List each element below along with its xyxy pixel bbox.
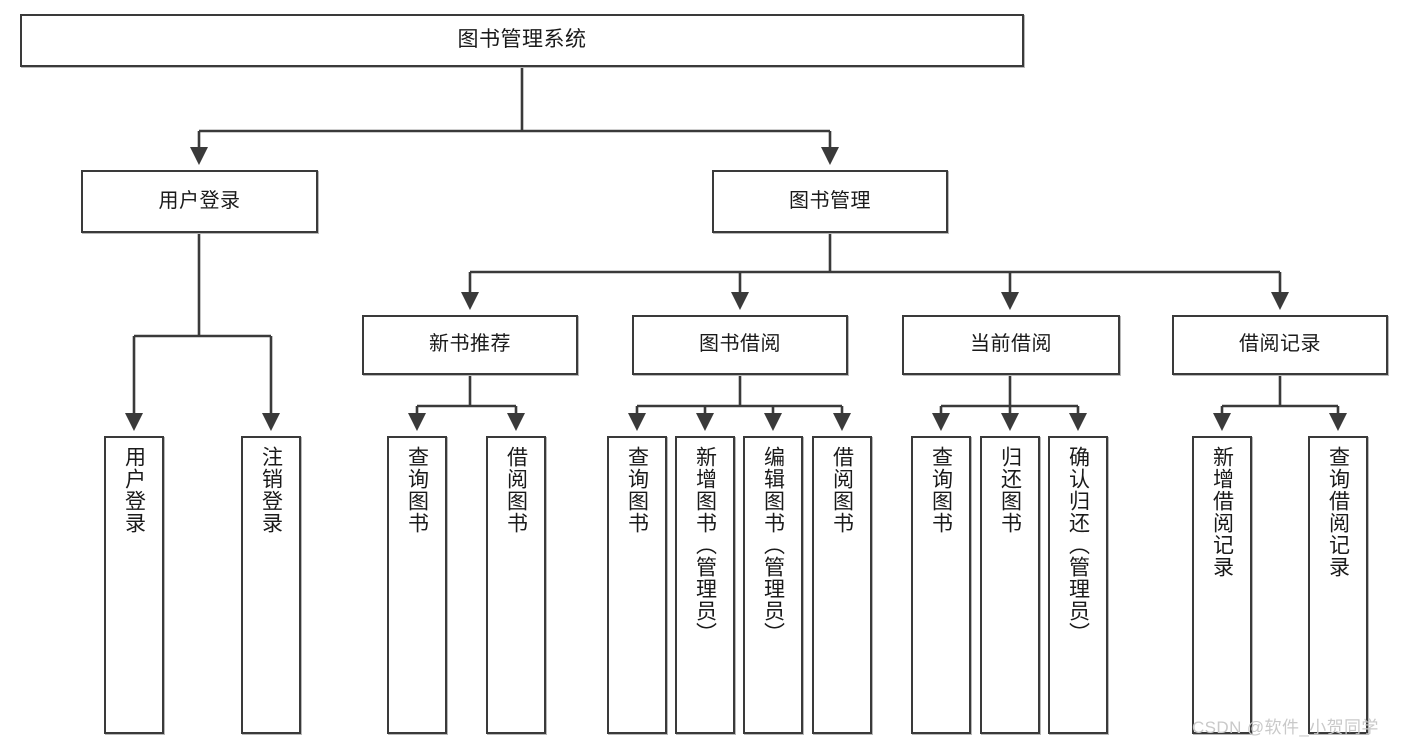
node-book-borrow-label: 图书借阅 [699, 333, 781, 356]
node-leaf-borrow-book-1[interactable]: 借阅图书 [486, 436, 546, 734]
node-leaf-query-book-1[interactable]: 查询图书 [387, 436, 447, 734]
node-leaf-user-login-label: 用户登录 [122, 446, 146, 534]
node-leaf-return-book[interactable]: 归还图书 [980, 436, 1040, 734]
node-new-book-recommend[interactable]: 新书推荐 [362, 315, 578, 375]
node-leaf-confirm-return-label: 确认归还（管理员） [1066, 446, 1090, 644]
node-new-book-recommend-label: 新书推荐 [429, 333, 511, 356]
node-leaf-edit-book[interactable]: 编辑图书（管理员） [743, 436, 803, 734]
node-leaf-query-book-2-label: 查询图书 [625, 446, 649, 534]
node-leaf-borrow-book-2[interactable]: 借阅图书 [812, 436, 872, 734]
node-book-manage-label: 图书管理 [789, 189, 871, 212]
node-user-login[interactable]: 用户登录 [81, 170, 318, 233]
node-root-label: 图书管理系统 [457, 28, 587, 52]
node-leaf-query-record[interactable]: 查询借阅记录 [1308, 436, 1368, 734]
node-borrow-record[interactable]: 借阅记录 [1172, 315, 1388, 375]
node-user-login-label: 用户登录 [158, 189, 241, 212]
node-leaf-query-book-1-label: 查询图书 [405, 446, 429, 534]
node-leaf-query-book-3[interactable]: 查询图书 [911, 436, 971, 734]
node-leaf-add-record-label: 新增借阅记录 [1210, 446, 1234, 578]
node-leaf-logout-login-label: 注销登录 [259, 446, 283, 534]
node-leaf-return-book-label: 归还图书 [998, 446, 1022, 534]
node-leaf-query-book-3-label: 查询图书 [929, 446, 953, 534]
node-current-borrow-label: 当前借阅 [970, 333, 1052, 356]
node-leaf-query-record-label: 查询借阅记录 [1326, 446, 1350, 578]
node-leaf-add-record[interactable]: 新增借阅记录 [1192, 436, 1252, 734]
node-leaf-borrow-book-2-label: 借阅图书 [830, 446, 854, 534]
node-leaf-add-book-label: 新增图书（管理员） [693, 446, 717, 644]
node-leaf-logout-login[interactable]: 注销登录 [241, 436, 301, 734]
node-leaf-confirm-return[interactable]: 确认归还（管理员） [1048, 436, 1108, 734]
node-current-borrow[interactable]: 当前借阅 [902, 315, 1120, 375]
node-leaf-borrow-book-1-label: 借阅图书 [504, 446, 528, 534]
watermark-text: CSDN @软件_小贺同学 [1192, 718, 1379, 737]
node-leaf-query-book-2[interactable]: 查询图书 [607, 436, 667, 734]
node-book-manage[interactable]: 图书管理 [712, 170, 948, 233]
node-borrow-record-label: 借阅记录 [1239, 333, 1321, 356]
node-root[interactable]: 图书管理系统 [20, 14, 1024, 67]
node-leaf-add-book[interactable]: 新增图书（管理员） [675, 436, 735, 734]
node-leaf-user-login[interactable]: 用户登录 [104, 436, 164, 734]
node-leaf-edit-book-label: 编辑图书（管理员） [761, 446, 785, 644]
node-book-borrow[interactable]: 图书借阅 [632, 315, 848, 375]
